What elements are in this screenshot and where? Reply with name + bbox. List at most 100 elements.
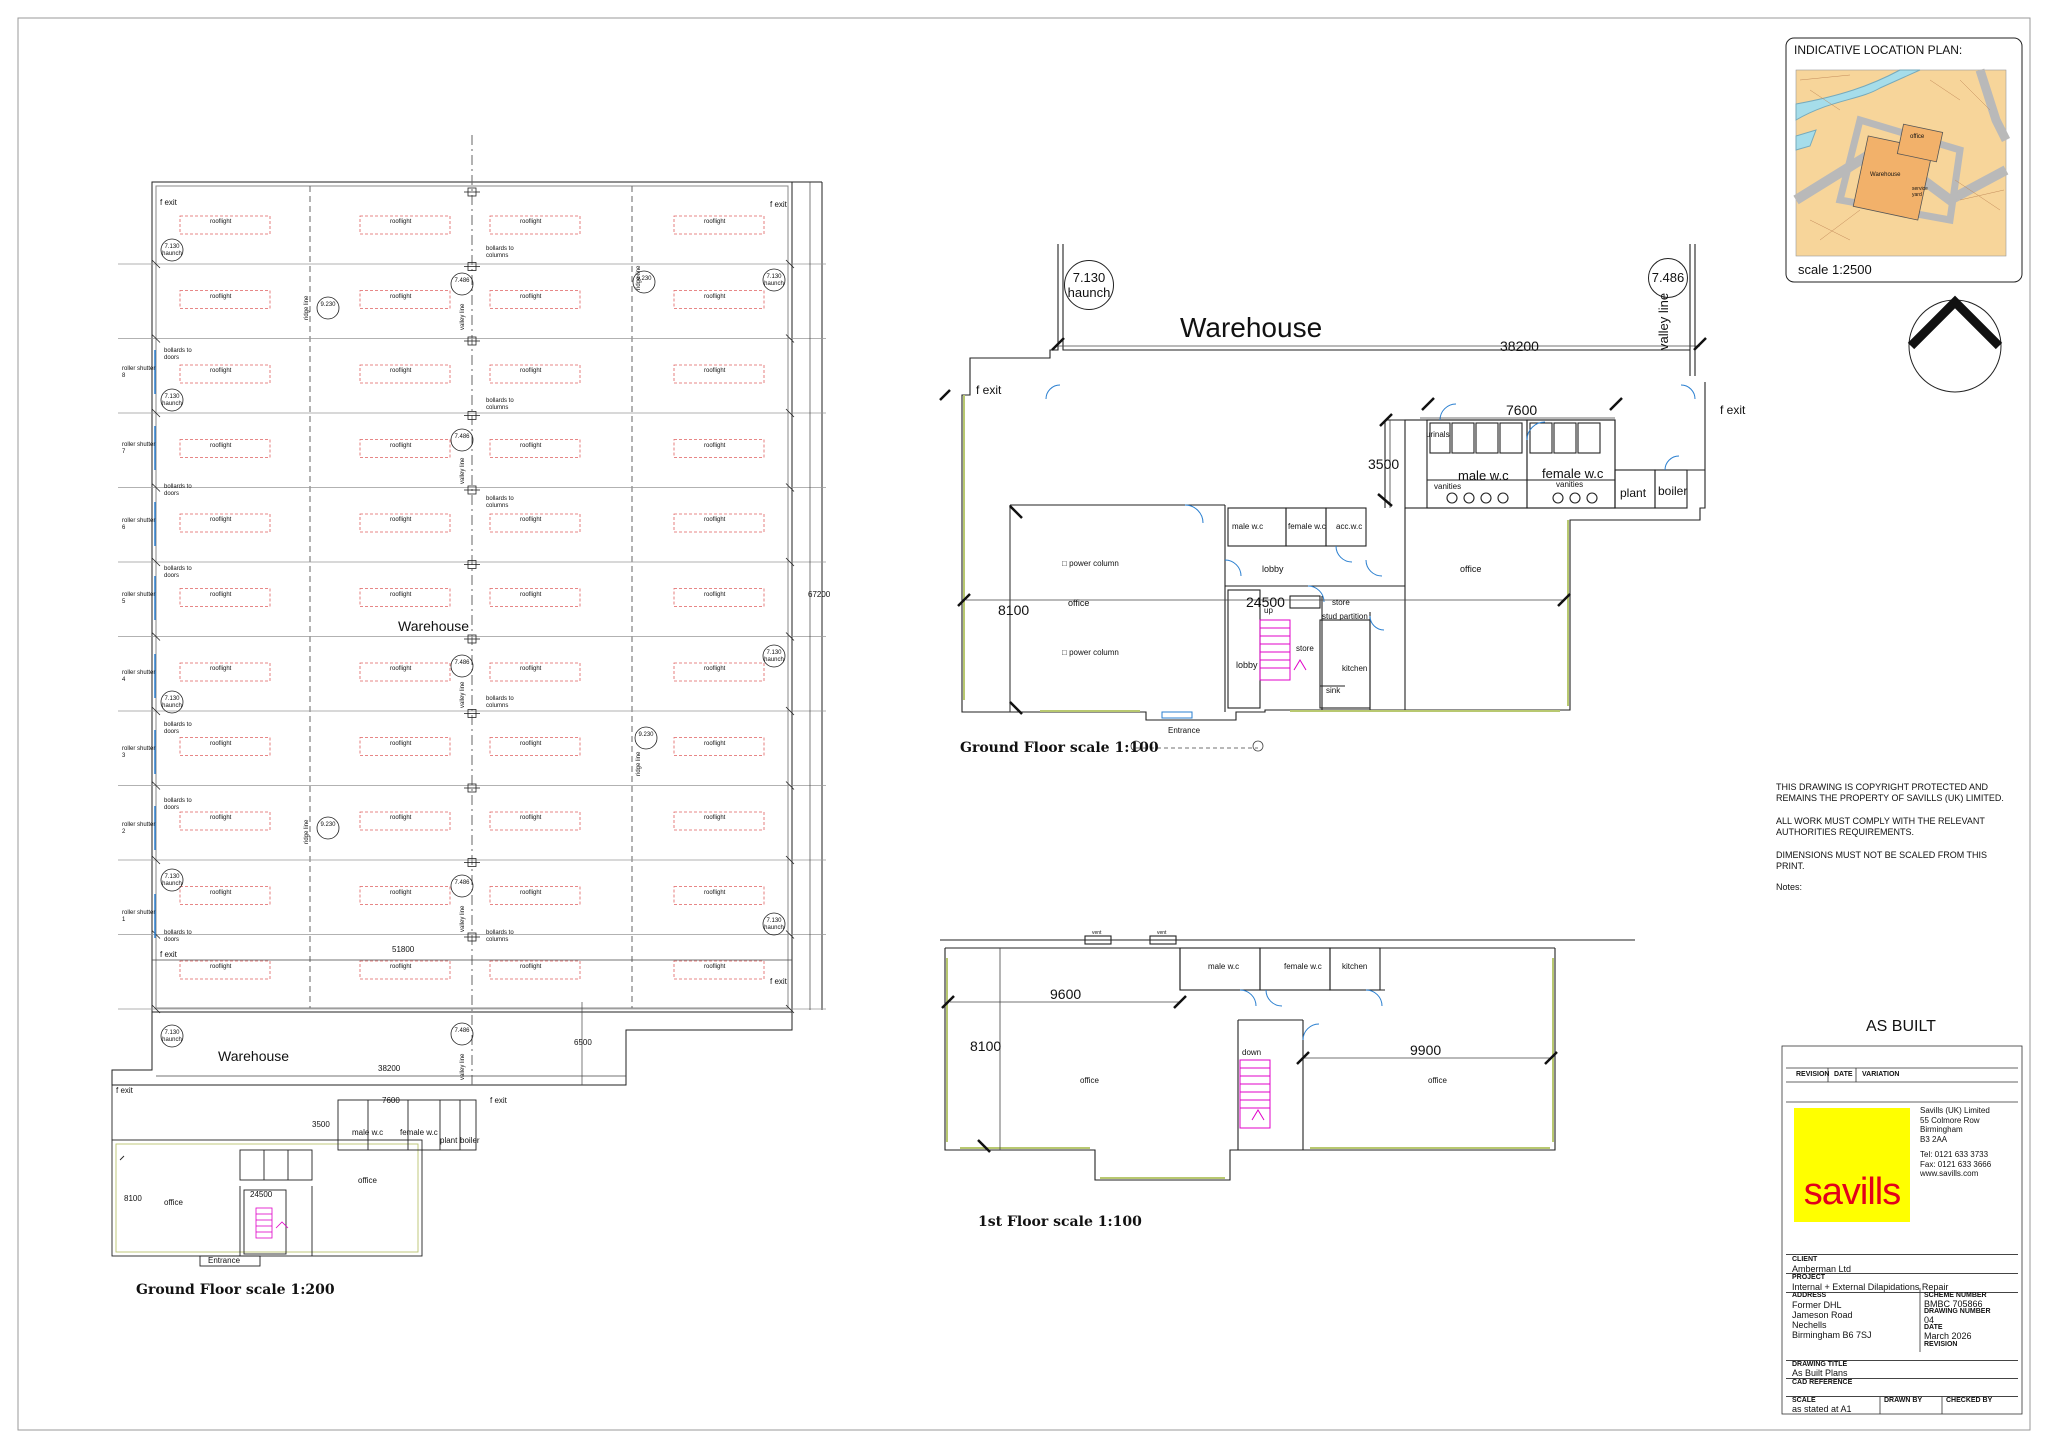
gf200-haunch-l-0-circle: [160, 238, 184, 262]
gf200-rooflight-label-5-1: rooflight: [390, 591, 412, 598]
gf200-level-7486-2-circle: [450, 654, 474, 678]
gf200-rooflight-label-0-1: rooflight: [390, 219, 412, 225]
north-arrow-icon: [1907, 295, 2003, 393]
note-comply: ALL WORK MUST COMPLY WITH THE RELEVANT A…: [1776, 816, 1985, 837]
gf200-level-7486-0: 7.486: [454, 278, 470, 284]
gf200-haunch-r-0: 7.130 haunch: [764, 274, 784, 287]
gf200-edge-tick-l-8: [151, 855, 161, 865]
notes-label: Notes:: [1776, 882, 1803, 892]
gf100-fexit-right: f exit: [1720, 403, 1746, 417]
gf200-rooflight-10-1: [359, 960, 451, 980]
gf200-rooflight-label-10-3: rooflight: [704, 964, 726, 970]
gf200-rooflight-9-3: [673, 886, 765, 905]
tb-project: Internal + External Dilapidations Repair: [1792, 1282, 1949, 1292]
gf200-edge-tick-r-9: [785, 930, 795, 939]
gf200-entrance: Entrance: [208, 1256, 241, 1265]
gf200-rooflight-label-4-1: rooflight: [390, 517, 412, 523]
ff100-down: down: [1242, 1048, 1262, 1057]
gf200-rooflight-label-10-0: rooflight: [210, 964, 232, 970]
gf100-store2: store: [1296, 644, 1314, 653]
gf200-dim-office-depth: 8100: [124, 1194, 142, 1203]
gf200-rooflight-label-1-1: rooflight: [390, 293, 412, 300]
gf200-ridge-l-0: ridge line: [304, 295, 310, 320]
gf100-power-column-1: □ power column: [1062, 559, 1119, 568]
gf100-lobby2: lobby: [1236, 660, 1258, 670]
gf200-office-left: office: [164, 1198, 183, 1207]
gf200-haunch-l-4: 7.130 haunch: [162, 1030, 182, 1043]
gf100-store: store: [1332, 598, 1350, 607]
gf200-valley-3: valley line: [460, 905, 466, 932]
gf100-power-column-2: □ power column: [1062, 648, 1119, 657]
tb-drawing-no-label: DRAWING NUMBER: [1924, 1308, 1991, 1315]
gf200-level-9230-1: 9.230: [636, 276, 652, 282]
gf200-ridge-r-1: ridge line: [636, 751, 642, 776]
gf200-rooflight-label-6-0: rooflight: [210, 666, 232, 672]
ground-floor-100-ticks: [939, 337, 1707, 715]
location-plan-scale: scale 1:2500: [1798, 262, 1872, 277]
gf200-haunch-l-2: 7.130 haunch: [162, 696, 182, 709]
ff100-dim-left-width: 9600: [1050, 986, 1082, 1002]
gf200-level-9230-0: 9.230: [320, 302, 336, 308]
gf200-rooflight-2-0: [179, 364, 271, 384]
tb-drawn-by-label: DRAWN BY: [1884, 1397, 1923, 1404]
gf200-level-9230-3-circle: [316, 816, 340, 840]
tb-date-label: DATE: [1924, 1324, 1943, 1331]
gf200-edge-tick-r-7: [785, 781, 795, 790]
tb-revision-label: REVISION: [1924, 1341, 1958, 1348]
gf200-edge-tick-r-6: [785, 706, 795, 716]
first-floor-100-stair: [1239, 1059, 1271, 1129]
gf200-ridge-l-1: ridge line: [304, 819, 310, 844]
gf100-sink: sink: [1326, 686, 1341, 695]
gf200-rooflight-label-2-1: rooflight: [390, 368, 412, 374]
gf100-haunch-level: 7.130: [1072, 270, 1106, 285]
ff100-office-left: office: [1080, 1076, 1099, 1085]
gf200-caption: Ground Floor scale 1:200: [136, 1282, 335, 1298]
gf100-entrance: Entrance: [1168, 726, 1201, 735]
gf200-dim-wc-depth: 3500: [312, 1120, 330, 1129]
gf200-haunch-l-3: 7.130 haunch: [162, 874, 182, 887]
gf200-rooflight-8-1: [359, 811, 451, 831]
gf200-valley-0: valley line: [460, 303, 466, 330]
gf200-rooflight-3-1: [359, 439, 451, 458]
gf200-rooflight-4-3: [673, 513, 765, 533]
gf200-edge-tick-l-0: [151, 259, 161, 269]
gf200-rooflight-5-0: [179, 588, 271, 607]
ff100-vent-2: vent: [1157, 930, 1167, 936]
gf200-rooflight-5-2: [489, 588, 581, 607]
gf200-edge-tick-r-3: [785, 483, 795, 492]
gf200-haunch-r-0-circle: [762, 268, 786, 292]
gf200-shutter-label-3: roller shutter 6: [122, 518, 156, 531]
gf200-rooflight-10-2: [489, 960, 581, 980]
tb-scheme: BMBC 705866: [1924, 1299, 1983, 1309]
gf200-rooflight-6-2: [489, 662, 581, 682]
gf200-bollards-doors-3: bollards to doors: [164, 722, 192, 735]
company-address: Savills (UK) Limited 55 Colmore Row Birm…: [1920, 1106, 1991, 1179]
gf200-haunch-r-2-circle: [762, 912, 786, 936]
gf200-rooflight-label-3-3: rooflight: [704, 442, 726, 449]
gf200-rooflight-label-7-3: rooflight: [704, 740, 726, 747]
gf200-haunch-l-0: 7.130 haunch: [162, 244, 182, 257]
gf200-rooflight-label-8-2: rooflight: [520, 815, 542, 821]
ground-floor-100-stair: [1259, 619, 1307, 681]
note-dimensions: DIMENSIONS MUST NOT BE SCALED FROM THIS …: [1776, 850, 1988, 871]
gf200-bollards-doors-4: bollards to doors: [164, 798, 192, 811]
ff100-office-right: office: [1428, 1076, 1447, 1085]
first-floor-100-ticks: [941, 995, 1558, 1153]
sheet-border: [17, 17, 2031, 1431]
gf200-rooflight-0-2: [489, 215, 581, 235]
gf200-rooflight-label-10-1: rooflight: [390, 964, 412, 970]
gf200-edge-tick-r-5: [785, 632, 795, 641]
gf100-dim-width: 38200: [1500, 338, 1539, 354]
savills-logo-text: savills: [1803, 1171, 1901, 1213]
gf100-lobby: lobby: [1262, 564, 1284, 574]
gf200-edge-tick-l-10: [151, 1004, 161, 1014]
gf200-valley-4: valley line: [460, 1053, 466, 1080]
gf200-bollards-doors-5: bollards to doors: [164, 930, 192, 943]
gf200-rooflight-5-3: [673, 588, 765, 607]
gf200-rooflight-label-3-0: rooflight: [210, 442, 232, 449]
gf200-female-wc: female w.c: [400, 1128, 438, 1137]
gf200-bollards-doors-1: bollards to doors: [164, 484, 192, 497]
gf100-up: up: [1264, 606, 1273, 615]
contact-tel: Tel: 0121 633 3733: [1920, 1150, 1989, 1159]
